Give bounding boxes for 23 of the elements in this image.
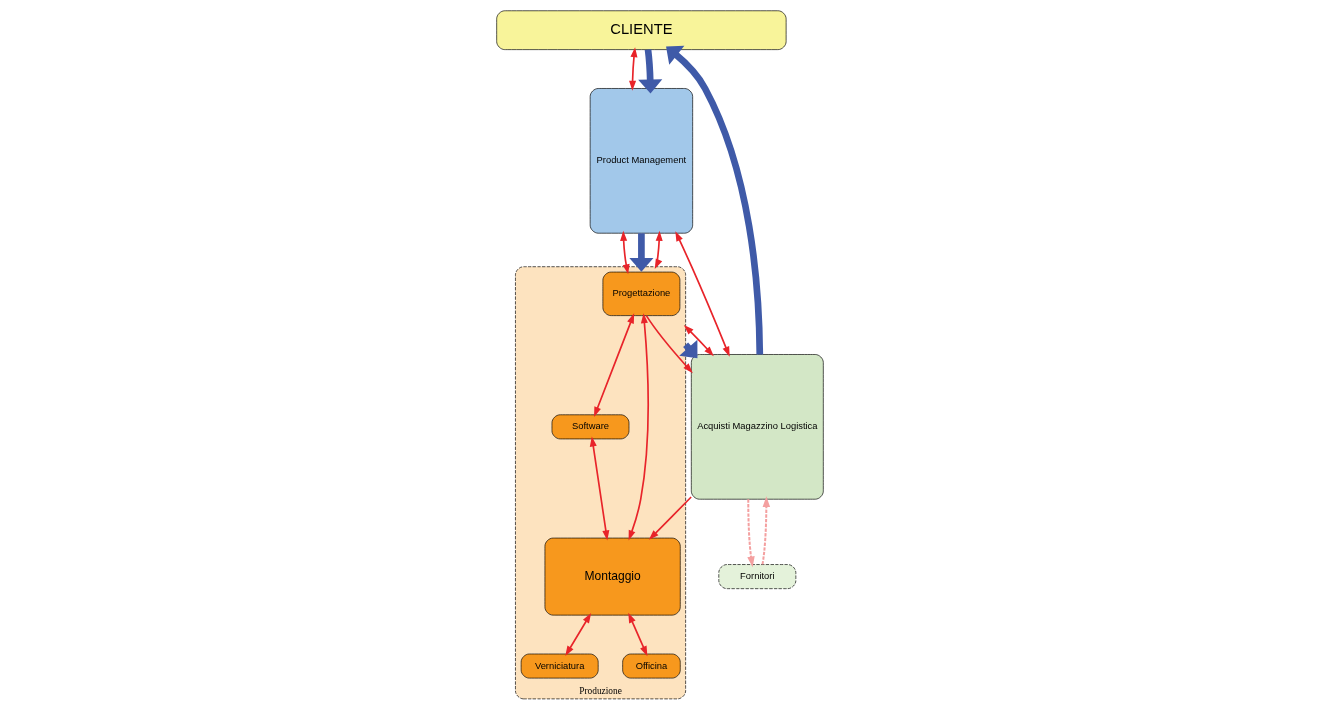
node-box: Verniciatura bbox=[520, 653, 599, 679]
arrow bbox=[648, 496, 692, 540]
arrow bbox=[628, 313, 649, 541]
arrow bbox=[629, 233, 654, 272]
node-box: Progettazione bbox=[602, 271, 681, 316]
arrow bbox=[628, 612, 648, 657]
node-box: Product Management bbox=[589, 88, 693, 234]
node-box: Officina bbox=[622, 653, 681, 679]
arrow bbox=[594, 313, 635, 418]
arrow bbox=[675, 231, 730, 357]
node-box: Montaggio bbox=[544, 537, 681, 616]
arrow bbox=[761, 496, 771, 565]
arrow bbox=[654, 230, 663, 269]
node-box: Acquisti Magazzino Logistica bbox=[691, 354, 824, 500]
arrow bbox=[589, 436, 610, 541]
arrow bbox=[747, 499, 755, 568]
arrow bbox=[620, 230, 630, 275]
arrow bbox=[565, 612, 592, 657]
arrow bbox=[638, 49, 663, 94]
node-box: Software bbox=[551, 414, 630, 440]
arrow bbox=[629, 47, 638, 91]
node-box: Fornitori bbox=[718, 564, 797, 589]
node-box: CLIENTE bbox=[496, 10, 787, 50]
